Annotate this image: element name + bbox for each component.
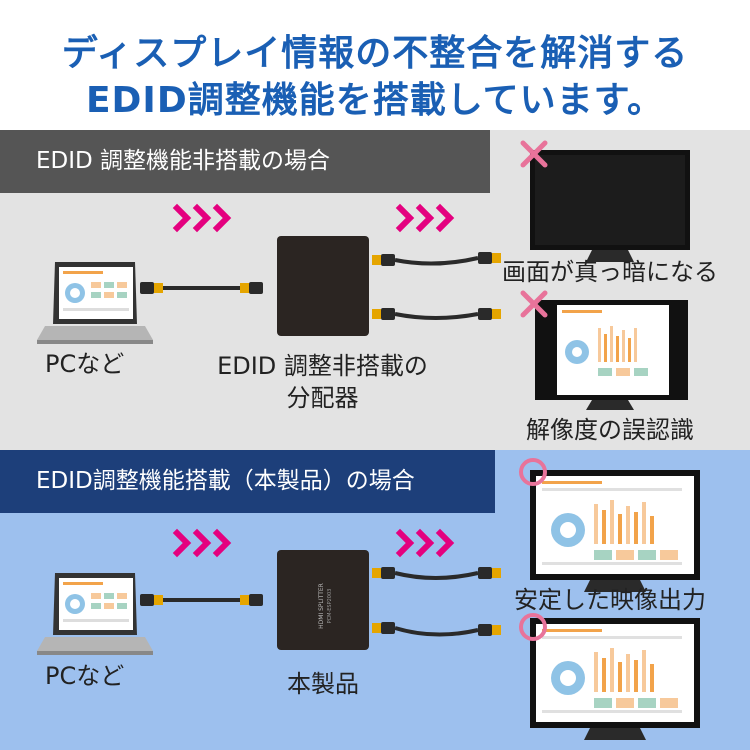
top-device-label-line-2: 分配器 [286,384,359,412]
bottom-input-cable [140,594,263,606]
top-monitor-distorted [535,300,688,410]
bottom-arrow-right [400,533,450,553]
bottom-source-label: PCなど [45,662,125,690]
bottom-section-title: EDID調整機能搭載（本製品）の場合 [0,450,495,513]
bottom-laptop [37,573,153,655]
cross-mark-icon [520,140,548,168]
product-device: HDMI SPLITTER PCM-ESP2003 [277,550,369,650]
top-device-label: EDID 調整非搭載の 分配器 [200,350,445,414]
circle-mark-icon [519,458,547,486]
top-input-cable [140,282,263,294]
bottom-device-label: 本製品 [287,670,359,698]
headline: ディスプレイ情報の不整合を解消する EDID調整機能を搭載しています。 [0,30,750,124]
top-splitter-device [277,236,369,336]
product-print-line-2: PCM-ESP2003 [327,589,333,624]
headline-line-2: EDID調整機能を搭載しています。 [85,80,665,121]
top-arrow-right [400,208,450,228]
top-source-label: PCなど [45,350,125,378]
top-device-label-line-1: EDID 調整非搭載の [217,352,428,380]
top-output-cable-2 [372,308,501,320]
headline-line-1: ディスプレイ情報の不整合を解消する [61,33,689,74]
bottom-monitor-1 [530,470,700,592]
product-print-line-1: HDMI SPLITTER [318,583,325,629]
bottom-arrow-left [177,533,227,553]
bottom-display-caption: 安定した映像出力 [514,586,706,614]
top-section-title: EDID 調整機能非搭載の場合 [0,130,490,193]
bottom-output-cable-2 [372,622,501,637]
cross-mark-icon-2 [520,290,548,318]
top-display2-caption: 解像度の誤認識 [526,416,694,444]
top-output-cable-1 [372,252,501,266]
bottom-monitor-2 [530,618,700,740]
top-display1-caption: 画面が真っ暗になる [502,258,718,286]
top-laptop [37,262,153,344]
top-monitor-black [530,150,690,262]
top-arrow-left [177,208,227,228]
bottom-output-cable-1 [372,567,501,580]
circle-mark-icon-2 [519,613,547,641]
